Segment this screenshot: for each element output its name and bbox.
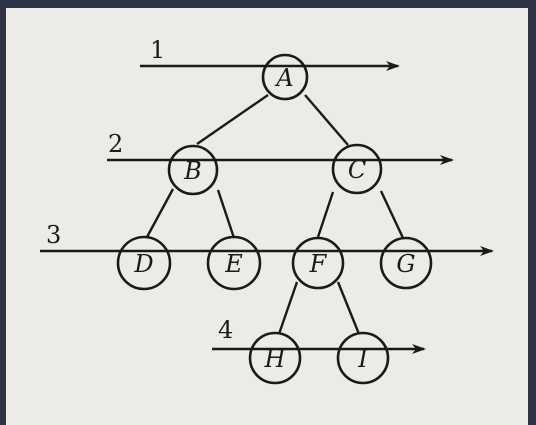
node-c-label: C [348, 156, 366, 184]
frame-left-edge [0, 0, 6, 425]
node-c-circle [331, 143, 383, 195]
node-f-circle [291, 236, 345, 290]
node-i: I [336, 331, 390, 385]
node-e-circle [206, 235, 262, 291]
level-1-number: 1 [150, 36, 165, 64]
node-a: A [261, 53, 309, 101]
edge-a-b [196, 94, 269, 145]
node-b-label: B [183, 157, 202, 185]
edge-f-i [336, 281, 361, 335]
level-3-number: 3 [46, 221, 61, 249]
node-d-label: D [133, 250, 153, 278]
node-e-label: E [224, 250, 243, 278]
node-d-circle [116, 235, 172, 291]
node-i-label: I [357, 345, 368, 373]
node-e: E [206, 235, 262, 291]
level-4-number: 4 [218, 316, 233, 344]
edge-c-g [379, 190, 405, 239]
node-a-label: A [274, 64, 293, 92]
edge-b-e [216, 189, 236, 239]
node-h-label: H [264, 345, 287, 373]
node-g: G [379, 236, 433, 290]
node-d: D [116, 235, 172, 291]
edge-a-c [304, 94, 349, 146]
node-h: H [248, 331, 302, 385]
node-b-circle [167, 144, 219, 196]
level-2-number: 2 [108, 130, 123, 158]
edge-c-f [316, 191, 335, 238]
frame-right-edge [528, 0, 536, 425]
node-h-circle [248, 331, 302, 385]
node-c: C [331, 143, 383, 195]
frame-top-edge [0, 0, 536, 8]
node-g-label: G [396, 250, 415, 278]
node-a-circle [261, 53, 309, 101]
edge-f-h [277, 281, 299, 335]
node-i-circle [336, 331, 390, 385]
node-b: B [167, 144, 219, 196]
edge-b-d [145, 188, 175, 238]
node-f-label: F [309, 250, 328, 278]
node-g-circle [379, 236, 433, 290]
node-f: F [291, 236, 345, 290]
